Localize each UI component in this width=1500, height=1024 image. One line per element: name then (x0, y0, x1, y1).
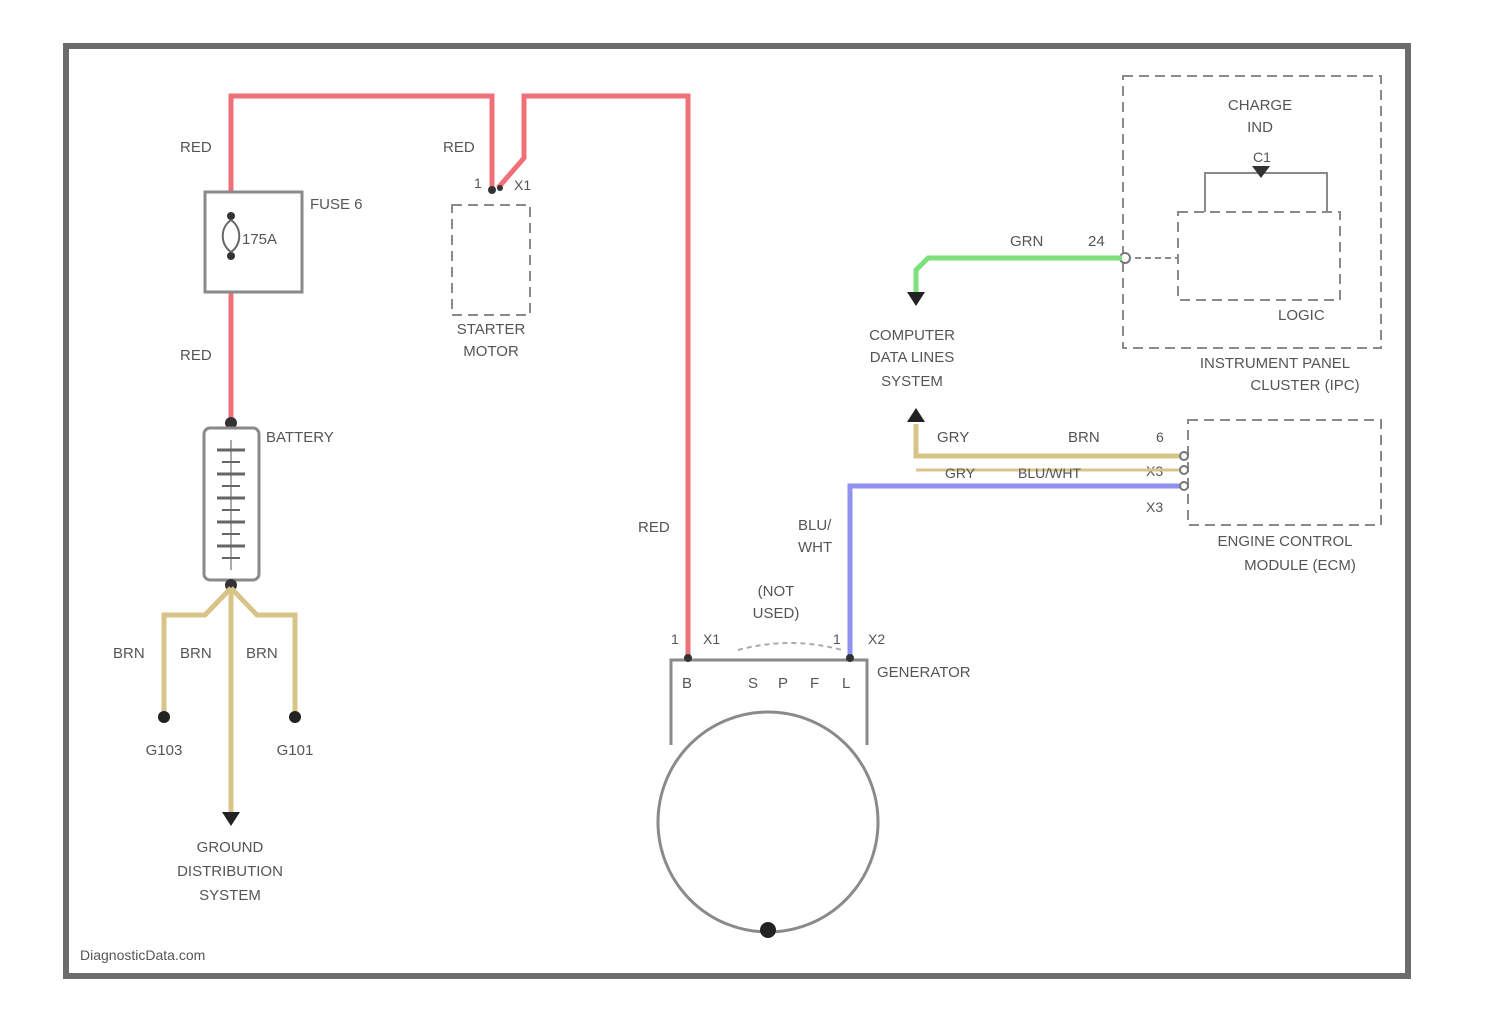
starter-label-line2: MOTOR (463, 343, 519, 360)
ipc-label-line1: INSTRUMENT PANEL (1200, 355, 1350, 372)
ecm-pin-1: 6 (1156, 429, 1164, 445)
wire-color-brn-1: BRN (113, 645, 145, 662)
ground-system-label-line2: DISTRIBUTION (177, 863, 283, 880)
starter-pin: 1 (474, 175, 482, 191)
computer-system-label-line2: DATA LINES (870, 349, 954, 366)
generator-not-used-line1: (NOT (758, 583, 795, 600)
wire-color-brn-4: BRN (1068, 429, 1100, 446)
generator-pin-2: X1 (703, 631, 720, 647)
ground-system-label-line3: SYSTEM (199, 887, 261, 904)
wire-color-red-4: RED (638, 519, 670, 536)
generator-pin-1: 1 (671, 631, 679, 647)
wire-color-red-3: RED (180, 347, 212, 364)
generator-terminal-l: L (842, 675, 850, 692)
generator-terminal-p: P (778, 675, 788, 692)
wire-color-grn: GRN (1010, 233, 1043, 250)
generator-label: GENERATOR (877, 664, 971, 681)
ground-system-label-line1: GROUND (197, 839, 264, 856)
battery (204, 417, 259, 591)
wire-color-red-2: RED (443, 139, 475, 156)
generator-ground-point (760, 922, 776, 938)
computer-system-label-line1: COMPUTER (869, 327, 955, 344)
battery-label: BATTERY (266, 429, 334, 446)
charge-ind-label-line2: IND (1247, 119, 1273, 136)
ground-label-g101: G101 (277, 742, 314, 759)
generator-terminal-b: B (682, 675, 692, 692)
wire-color-blu-wht-inline: BLU/WHT (1018, 465, 1081, 481)
generator-pin-3: 1 (833, 631, 841, 647)
fuse-rating: 175A (242, 231, 277, 248)
starter-pin-2: X1 (514, 177, 531, 193)
wire-color-blu-wht-line1: BLU/ (798, 517, 832, 534)
wire-color-brn-3: BRN (246, 645, 278, 662)
generator-not-used-line2: USED) (753, 605, 800, 622)
ecm-connector-2 (1180, 466, 1188, 474)
ecm-label-line1: ENGINE CONTROL (1217, 533, 1352, 550)
generator-terminal-f: F (810, 675, 819, 692)
ecm-connector-1 (1180, 452, 1188, 460)
ground-point-g103 (158, 711, 170, 723)
ipc-pin: 24 (1088, 233, 1105, 250)
ipc-logic-label: LOGIC (1278, 307, 1325, 324)
ecm-label-line2: MODULE (ECM) (1244, 557, 1356, 574)
computer-system-label-line3: SYSTEM (881, 373, 943, 390)
generator-terminal-s: S (748, 675, 758, 692)
wire-color-blu-wht-line2: WHT (798, 539, 832, 556)
wire-color-red-1: RED (180, 139, 212, 156)
fuse-label: FUSE 6 (310, 196, 363, 213)
ground-point-g101 (289, 711, 301, 723)
generator-pin-4: X2 (868, 631, 885, 647)
charge-ind-pin: C1 (1253, 149, 1271, 165)
wire-color-gry-2: GRY (945, 465, 976, 481)
ecm-pin-3: X3 (1146, 499, 1163, 515)
ecm-connector-3 (1180, 482, 1188, 490)
ipc-label-line2: CLUSTER (IPC) (1250, 377, 1359, 394)
wire-color-gry: GRY (937, 429, 969, 446)
wire-color-brn-2: BRN (180, 645, 212, 662)
ground-label-g103: G103 (146, 742, 183, 759)
charge-ind-label-line1: CHARGE (1228, 97, 1292, 114)
footer-watermark: DiagnosticData.com (80, 947, 205, 963)
starter-label-line1: STARTER (457, 321, 526, 338)
